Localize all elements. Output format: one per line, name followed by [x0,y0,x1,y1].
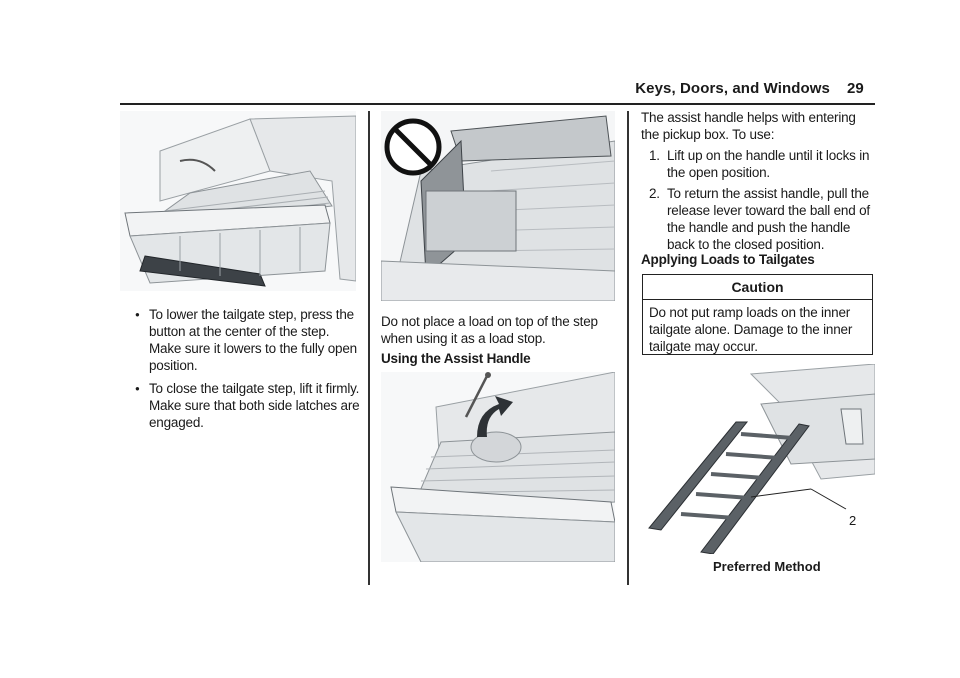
tailgate-loads-heading: Applying Loads to Tailgates [641,252,815,267]
caution-box: Caution Do not put ramp loads on the inn… [642,274,873,355]
load-stop-prohibited-figure [381,111,615,301]
figure-caption: Preferred Method [713,559,821,574]
assist-handle-intro: The assist handle helps with entering th… [641,110,856,142]
list-item: 1.Lift up on the handle until it locks i… [649,148,870,180]
page-number: 29 [847,80,864,97]
list-item: To close the tailgate step, lift it firm… [135,380,363,431]
column-divider [368,111,370,585]
assist-handle-figure [381,372,615,562]
section-title: Keys, Doors, and Windows [635,80,830,97]
rotate-arrow-icon [477,396,513,437]
caution-title: Caution [643,275,872,300]
header-rule [120,103,875,105]
tailgate-step-instructions: To lower the tailgate step, press the bu… [135,306,363,437]
tailgate-step-figure [120,111,356,291]
ramp-preferred-method-figure [641,364,875,554]
prohibited-icon [384,118,442,176]
callout-number: 2 [849,513,857,528]
load-stop-warning: Do not place a load on top of the step w… [381,314,598,346]
list-item: 2.To return the assist handle, pull the … [649,186,870,252]
assist-handle-heading: Using the Assist Handle [381,351,531,366]
caution-body: Do not put ramp loads on the inner tailg… [649,305,853,354]
list-item: To lower the tailgate step, press the bu… [135,306,363,374]
assist-handle-steps: 1.Lift up on the handle until it locks i… [641,147,877,257]
column-divider [627,111,629,585]
